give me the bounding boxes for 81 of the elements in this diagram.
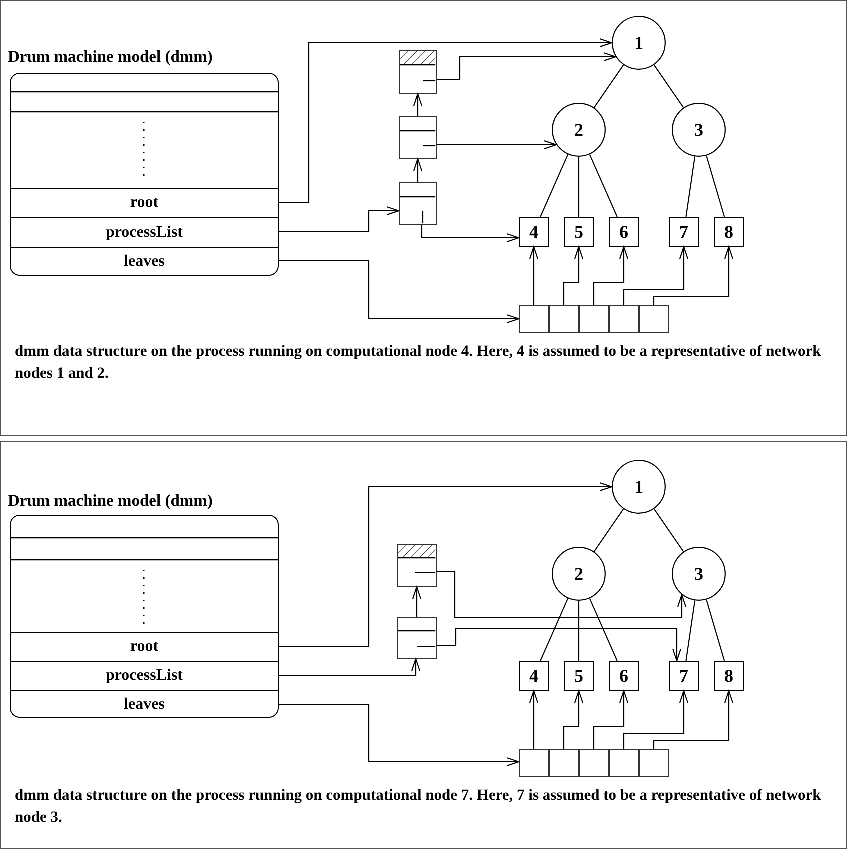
record-title: Drum machine model (dmm) bbox=[8, 491, 213, 511]
arrow bbox=[529, 246, 539, 305]
tree-line bbox=[686, 600, 696, 662]
tree-node-circle: 3 bbox=[672, 547, 726, 601]
tree-line bbox=[686, 156, 696, 218]
leaf-box: 6 bbox=[609, 661, 639, 691]
arrow bbox=[653, 246, 734, 305]
tree-line bbox=[706, 600, 726, 662]
tree-line bbox=[578, 601, 580, 661]
tree-node-circle: 1 bbox=[612, 460, 666, 514]
array-cell bbox=[609, 749, 639, 777]
array-cell bbox=[639, 305, 669, 333]
record-field: leaves bbox=[11, 690, 278, 718]
tree-line bbox=[589, 154, 618, 218]
array-cell bbox=[549, 305, 579, 333]
arrow bbox=[623, 690, 689, 749]
leaf-box: 4 bbox=[519, 217, 549, 247]
array-cell bbox=[519, 305, 549, 333]
record-field: leaves bbox=[11, 247, 278, 275]
arrow bbox=[278, 206, 400, 233]
leaf-box: 8 bbox=[714, 217, 744, 247]
arrow bbox=[278, 658, 421, 677]
figure-panel bbox=[0, 441, 847, 849]
list-cell bbox=[399, 116, 437, 159]
leaf-box: 7 bbox=[669, 661, 699, 691]
leaf-box: 6 bbox=[609, 217, 639, 247]
tree-line bbox=[540, 154, 569, 218]
caption-text: dmm data structure on the process running on computational node 7. Here, 7 is assumed to be a representative of network node 3. bbox=[15, 786, 822, 828]
tree-line bbox=[589, 598, 618, 662]
arrow bbox=[593, 246, 629, 305]
arrow bbox=[413, 158, 423, 182]
tree-line bbox=[654, 64, 684, 108]
array-cell bbox=[519, 749, 549, 777]
tree-line bbox=[654, 508, 684, 552]
array-cell bbox=[639, 749, 669, 777]
arrow bbox=[563, 246, 584, 305]
arrow bbox=[437, 52, 616, 81]
arrow bbox=[593, 690, 629, 749]
leaf-box: 7 bbox=[669, 217, 699, 247]
tree-node-circle: 1 bbox=[612, 16, 666, 70]
list-cell bbox=[399, 182, 437, 225]
arrow bbox=[437, 571, 687, 619]
tree-line bbox=[540, 598, 569, 662]
tree-line bbox=[594, 64, 624, 108]
array-cell bbox=[549, 749, 579, 777]
arrow bbox=[529, 690, 539, 749]
arrow bbox=[278, 704, 520, 767]
arrow bbox=[623, 246, 689, 305]
array-cell bbox=[579, 305, 609, 333]
record-field: root bbox=[11, 632, 278, 661]
arrow bbox=[653, 690, 734, 749]
list-cell bbox=[397, 544, 437, 587]
record-title: Drum machine model (dmm) bbox=[8, 47, 213, 67]
record-field: root bbox=[11, 188, 278, 217]
arrow bbox=[278, 482, 613, 648]
array-cell bbox=[579, 749, 609, 777]
tree-node-circle: 2 bbox=[552, 103, 606, 157]
arrow bbox=[563, 690, 584, 749]
caption-text: dmm data structure on the process running on computational node 4. Here, 4 is assumed to be a representative of network nodes 1 and 2. bbox=[15, 342, 822, 384]
tree-node-circle: 2 bbox=[552, 547, 606, 601]
arrow bbox=[437, 628, 682, 662]
tree-line bbox=[594, 508, 624, 552]
record-field: processList bbox=[11, 217, 278, 247]
tree-line bbox=[706, 156, 726, 218]
arrow bbox=[437, 140, 558, 150]
tree-node-circle: 3 bbox=[672, 103, 726, 157]
record-field: processList bbox=[11, 661, 278, 690]
leaf-box: 8 bbox=[714, 661, 744, 691]
leaf-box: 5 bbox=[564, 217, 594, 247]
array-cell bbox=[609, 305, 639, 333]
list-cell bbox=[397, 617, 437, 659]
arrow bbox=[421, 225, 520, 243]
figure-panel bbox=[0, 0, 847, 436]
arrow bbox=[413, 93, 423, 116]
arrow bbox=[278, 38, 613, 204]
list-cell bbox=[399, 50, 437, 94]
leaf-box: 5 bbox=[564, 661, 594, 691]
tree-line bbox=[578, 157, 580, 217]
leaf-box: 4 bbox=[519, 661, 549, 691]
arrow bbox=[278, 260, 520, 324]
arrow bbox=[412, 586, 422, 617]
